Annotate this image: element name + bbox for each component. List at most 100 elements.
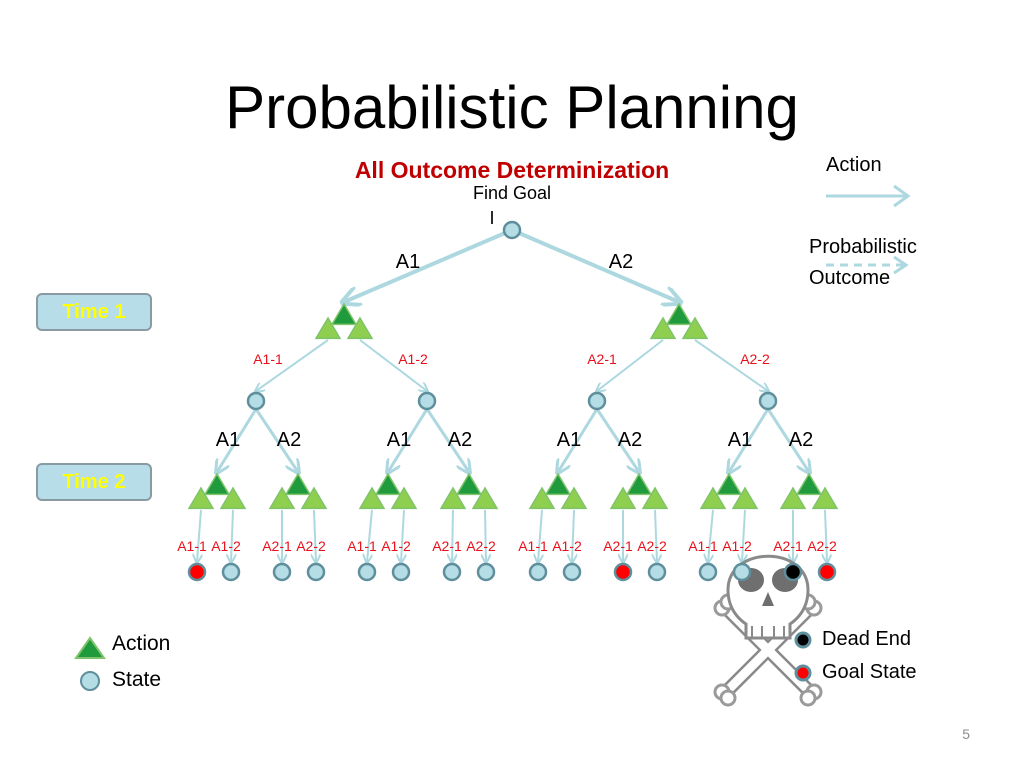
level1-action-label: A2 xyxy=(609,251,633,273)
tree-edge xyxy=(538,509,542,562)
skull-crossbones-icon xyxy=(713,554,823,707)
tree-edge xyxy=(825,509,827,562)
level2-action-label: A1 xyxy=(387,429,411,451)
root-initial-label: I xyxy=(489,208,494,228)
tree-edge xyxy=(359,339,427,391)
level1-outcome-label: A2-2 xyxy=(740,351,770,367)
legend-outcome-label-line2: Outcome xyxy=(809,267,891,289)
tree-edge xyxy=(401,509,404,562)
state-node xyxy=(187,562,207,582)
leaf-outcome-label: A1-1 xyxy=(347,538,377,554)
state-node xyxy=(357,562,377,582)
level2-action-label: A2 xyxy=(448,429,472,451)
state-node xyxy=(306,562,326,582)
action-node-icon xyxy=(528,486,556,510)
tree-edge xyxy=(388,408,429,472)
leaf-outcome-label: A1-1 xyxy=(177,538,207,554)
state-node xyxy=(502,220,522,240)
action-node-icon xyxy=(330,302,358,326)
state-node xyxy=(647,562,667,582)
root-find-goal-label: Find Goal xyxy=(473,183,551,203)
action-node-icon xyxy=(779,486,807,510)
level1-outcome-label: A1-2 xyxy=(398,351,428,367)
state-node xyxy=(817,562,837,582)
tree-edge xyxy=(217,408,258,472)
tree-edge xyxy=(766,408,809,472)
action-node-icon xyxy=(268,486,296,510)
state-node xyxy=(562,562,582,582)
leaf-outcome-label: A2-1 xyxy=(432,538,462,554)
action-node-icon xyxy=(358,486,386,510)
tree-edge xyxy=(511,228,679,302)
state-node xyxy=(476,562,496,582)
action-node-icon xyxy=(795,472,823,496)
time-1-box: Time 1 xyxy=(36,293,152,331)
slide-subtitle: All Outcome Determinization xyxy=(354,157,670,183)
state-node xyxy=(587,391,607,411)
tree-edge xyxy=(485,509,486,562)
action-node-icon xyxy=(471,486,499,510)
legend-action-shape-label: Action xyxy=(112,632,171,655)
tree-edges xyxy=(197,228,827,562)
state-node xyxy=(221,562,241,582)
action-node-icon xyxy=(219,486,247,510)
action-node-icon xyxy=(715,472,743,496)
action-node-icon xyxy=(300,486,328,510)
legend-arrows xyxy=(826,184,911,275)
action-node-icon xyxy=(187,486,215,510)
leaf-outcome-label: A2-2 xyxy=(296,538,326,554)
state-node xyxy=(528,562,548,582)
legend-action-label: Action xyxy=(826,154,882,176)
leaf-outcome-label: A1-2 xyxy=(722,538,752,554)
goal-state-legend-icon xyxy=(794,664,812,682)
tree-edge xyxy=(254,408,298,472)
leaf-outcome-label: A2-1 xyxy=(773,538,803,554)
time-2-box: Time 2 xyxy=(36,463,152,501)
level2-action-label: A1 xyxy=(728,429,752,451)
state-node xyxy=(391,562,411,582)
level1-action-label: A1 xyxy=(396,251,420,273)
action-node-icon xyxy=(560,486,588,510)
leaf-outcome-label: A1-2 xyxy=(552,538,582,554)
tree-edge xyxy=(729,408,770,472)
leaf-outcome-label: A2-2 xyxy=(807,538,837,554)
tree-edge xyxy=(197,509,201,562)
legend-state-shape-label: State xyxy=(112,668,162,691)
legend-dead-end-label: Dead End xyxy=(822,628,911,650)
tree-edge xyxy=(708,509,714,562)
action-node-icon xyxy=(203,472,231,496)
action-node-icon xyxy=(699,486,727,510)
state-node xyxy=(783,562,803,582)
state-node xyxy=(246,391,266,411)
action-node-icon xyxy=(731,486,759,510)
action-node-icon xyxy=(544,472,572,496)
action-node-icon xyxy=(374,472,402,496)
tree-edge xyxy=(231,509,233,562)
action-node-icon xyxy=(390,486,418,510)
action-node-icon xyxy=(811,486,839,510)
action-node-icon xyxy=(314,316,342,340)
action-node-icon xyxy=(346,316,374,340)
tree-edge xyxy=(742,509,745,562)
action-node-icon xyxy=(625,472,653,496)
state-node xyxy=(272,562,292,582)
action-node-icon xyxy=(455,472,483,496)
tree-nodes xyxy=(187,220,839,582)
level1-outcome-label: A1-1 xyxy=(253,351,283,367)
tree-edge xyxy=(572,509,574,562)
page-number: 5 xyxy=(962,726,970,742)
tree-edge xyxy=(595,408,639,472)
action-node-icon xyxy=(681,316,709,340)
legend-goal-state-label: Goal State xyxy=(822,661,917,683)
tree-edge xyxy=(452,509,453,562)
legend-outcome-label-line1: Probabilistic xyxy=(809,236,917,258)
tree-edge xyxy=(367,509,373,562)
dead-end-legend-icon xyxy=(794,631,812,649)
action-node-icon xyxy=(439,486,467,510)
slide-title: Probabilistic Planning xyxy=(225,74,799,141)
tree-edge xyxy=(314,509,316,562)
action-legend-icon xyxy=(74,636,106,659)
action-node-icon xyxy=(609,486,637,510)
